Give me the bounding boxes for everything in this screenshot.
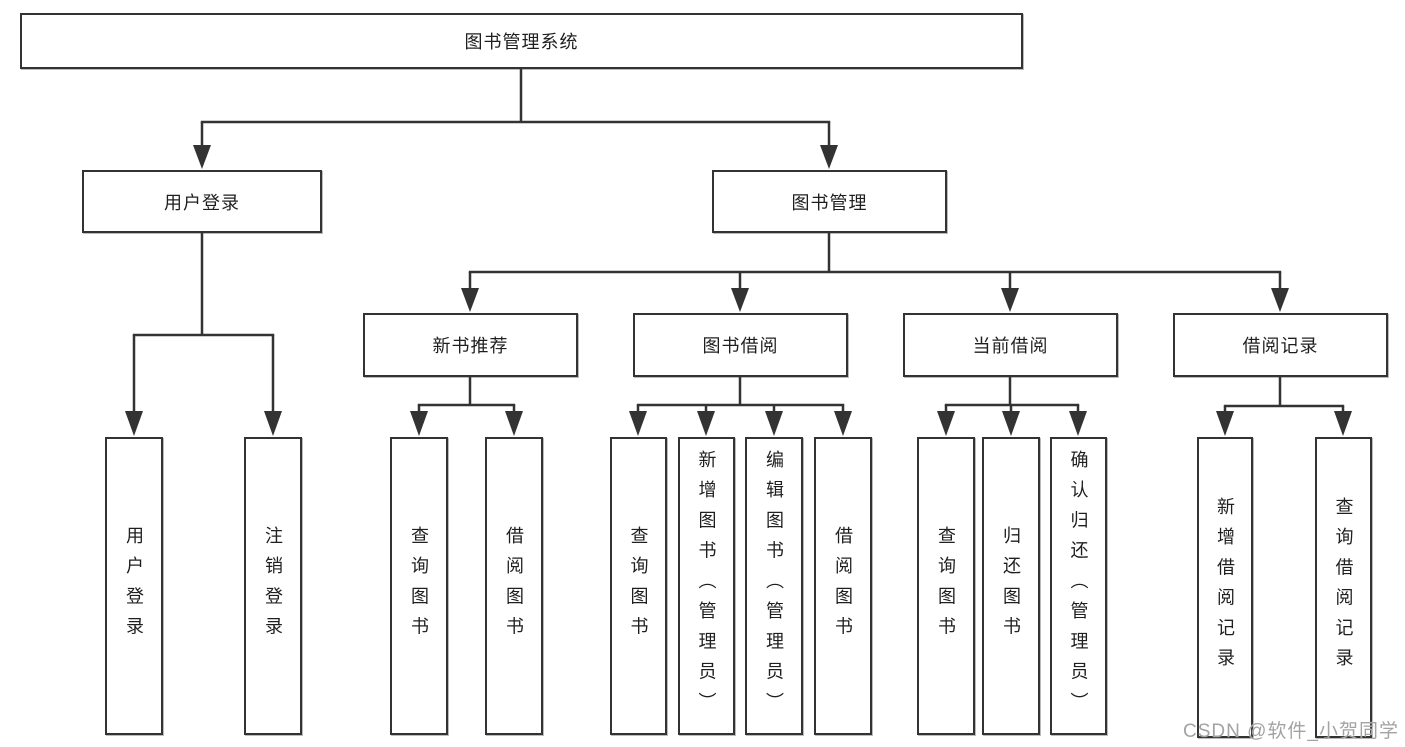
node-book-borrowing: 图书借阅 [633,313,848,377]
node-user-login-branch: 用户登录 [82,170,322,233]
edge-current-borrowing-to-leaves [937,377,1087,436]
edge-borrowing-records-to-leaves [1216,377,1352,436]
leaf-confirm-return-admin: 确认归还（管理员） [1050,437,1107,735]
edge-book-management-to-level3 [461,233,1289,312]
leaf-borrow-books: 借阅图书 [814,437,872,735]
leaf-add-borrow-record: 新增借阅记录 [1197,437,1253,738]
leaf-edit-books-admin: 编辑图书（管理员） [745,437,803,735]
leaf-query-books-recommend: 查询图书 [390,437,448,735]
node-new-book-recommend: 新书推荐 [363,313,578,377]
edge-root-to-level2 [193,69,838,169]
csdn-watermark: CSDN @软件_小贺同学 [1183,721,1399,742]
edge-user-login-to-leaves [125,233,282,436]
leaf-user-login: 用户登录 [105,437,163,735]
leaf-return-books: 归还图书 [982,437,1040,735]
leaf-query-books-borrowing: 查询图书 [610,437,667,735]
leaf-query-books-current: 查询图书 [917,437,975,735]
leaf-query-borrow-record: 查询借阅记录 [1315,437,1372,738]
edge-new-book-to-leaves [410,377,523,436]
leaf-borrow-books-recommend: 借阅图书 [485,437,543,735]
leaf-add-books-admin: 新增图书（管理员） [678,437,735,735]
edge-book-borrowing-to-leaves [629,377,852,436]
leaf-logout: 注销登录 [244,437,302,735]
node-current-borrowing: 当前借阅 [903,313,1118,377]
node-borrowing-records: 借阅记录 [1173,313,1388,377]
node-root-system: 图书管理系统 [20,13,1023,69]
node-book-management-branch: 图书管理 [712,170,947,233]
